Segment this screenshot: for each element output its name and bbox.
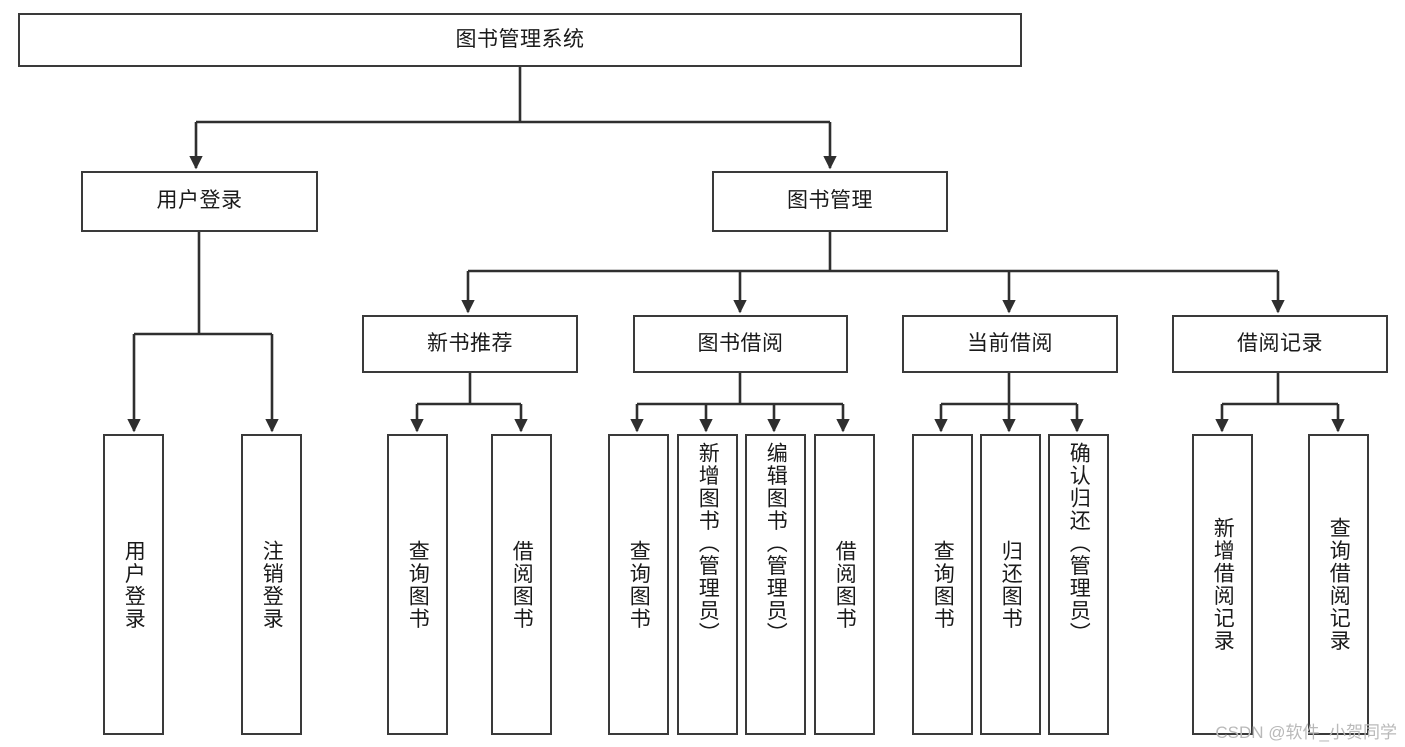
node-leaf-logout[interactable]: 注销登录 (241, 434, 302, 735)
node-book-borrow-label: 图书借阅 (697, 331, 784, 355)
node-leaf-confirm-return-label: 确认归还（管理员） (1067, 442, 1091, 645)
node-leaf-add-record[interactable]: 新增借阅记录 (1192, 434, 1253, 735)
node-leaf-add-book-label: 新增图书（管理员） (696, 442, 720, 645)
node-leaf-user-login[interactable]: 用户登录 (103, 434, 164, 735)
node-leaf-edit-book-label: 编辑图书（管理员） (764, 442, 788, 645)
node-leaf-query-book-1-label: 查询图书 (406, 539, 430, 630)
node-leaf-user-login-label: 用户登录 (122, 539, 146, 630)
node-leaf-borrow-book-1-label: 借阅图书 (510, 539, 534, 630)
node-leaf-confirm-return[interactable]: 确认归还（管理员） (1048, 434, 1109, 735)
node-leaf-edit-book[interactable]: 编辑图书（管理员） (745, 434, 806, 735)
node-borrow-record[interactable]: 借阅记录 (1172, 315, 1388, 373)
node-leaf-return-book-label: 归还图书 (999, 539, 1023, 630)
node-root-system[interactable]: 图书管理系统 (18, 13, 1022, 67)
node-book-manage-label: 图书管理 (787, 189, 873, 213)
node-leaf-borrow-book-1[interactable]: 借阅图书 (491, 434, 552, 735)
node-leaf-query-book-3[interactable]: 查询图书 (912, 434, 973, 735)
node-leaf-query-book-2-label: 查询图书 (627, 539, 651, 630)
node-leaf-query-book-3-label: 查询图书 (931, 539, 955, 630)
node-leaf-borrow-book-2-label: 借阅图书 (833, 539, 857, 630)
node-user-login[interactable]: 用户登录 (81, 171, 318, 232)
node-leaf-borrow-book-2[interactable]: 借阅图书 (814, 434, 875, 735)
node-current-borrow-label: 当前借阅 (967, 331, 1053, 355)
node-leaf-query-record-label: 查询借阅记录 (1327, 517, 1351, 652)
node-root-system-label: 图书管理系统 (455, 27, 585, 51)
node-new-book-recommend-label: 新书推荐 (427, 331, 513, 355)
node-leaf-query-book-1[interactable]: 查询图书 (387, 434, 448, 735)
csdn-watermark: CSDN @软件_小贺同学 (1215, 723, 1397, 742)
node-leaf-add-book[interactable]: 新增图书（管理员） (677, 434, 738, 735)
node-leaf-return-book[interactable]: 归还图书 (980, 434, 1041, 735)
node-book-borrow[interactable]: 图书借阅 (633, 315, 848, 373)
node-borrow-record-label: 借阅记录 (1237, 331, 1323, 355)
node-leaf-query-book-2[interactable]: 查询图书 (608, 434, 669, 735)
node-user-login-label: 用户登录 (156, 189, 243, 213)
node-leaf-query-record[interactable]: 查询借阅记录 (1308, 434, 1369, 735)
node-current-borrow[interactable]: 当前借阅 (902, 315, 1118, 373)
node-new-book-recommend[interactable]: 新书推荐 (362, 315, 578, 373)
node-book-manage[interactable]: 图书管理 (712, 171, 948, 232)
node-leaf-logout-label: 注销登录 (260, 539, 284, 630)
node-leaf-add-record-label: 新增借阅记录 (1211, 517, 1235, 652)
